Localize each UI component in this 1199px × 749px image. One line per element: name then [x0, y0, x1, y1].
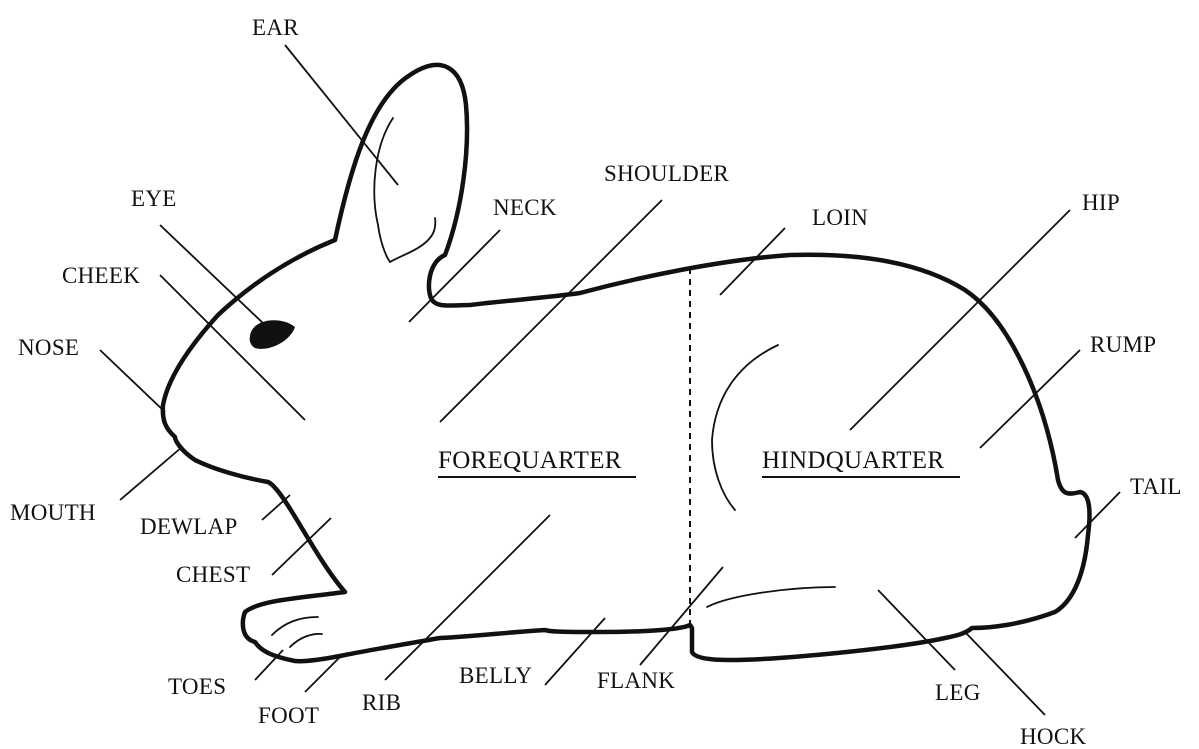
leader-leg — [878, 590, 955, 670]
label-leg: LEG — [935, 680, 981, 705]
leader-ear — [285, 45, 398, 185]
leader-eye — [160, 225, 265, 325]
eye-shape — [250, 320, 295, 349]
label-belly: BELLY — [459, 663, 532, 688]
label-chest: CHEST — [176, 562, 250, 587]
leader-nose — [100, 350, 165, 412]
inner-ear-line — [374, 118, 393, 262]
hip-curve — [712, 345, 778, 510]
label-flank: FLANK — [597, 668, 675, 693]
inner-ear-fold — [390, 218, 435, 262]
leader-dewlap — [262, 495, 290, 520]
label-hock: HOCK — [1020, 724, 1086, 749]
label-shoulder: SHOULDER — [604, 161, 729, 186]
leader-cheek — [160, 275, 305, 420]
thigh-curve — [707, 587, 835, 607]
rabbit-body-outline — [163, 65, 1090, 661]
label-ear: EAR — [252, 15, 299, 40]
toe-line-2 — [290, 634, 322, 647]
label-toes: TOES — [168, 674, 226, 699]
label-nose: NOSE — [18, 335, 79, 360]
label-eye: EYE — [131, 186, 177, 211]
leader-rib — [385, 515, 550, 680]
label-mouth: MOUTH — [10, 500, 96, 525]
label-cheek: CHEEK — [62, 263, 140, 288]
label-rump: RUMP — [1090, 332, 1156, 357]
section-label-hindquarter: HINDQUARTER — [762, 447, 944, 474]
leader-flank — [640, 567, 723, 665]
label-dewlap: DEWLAP — [140, 514, 238, 539]
label-foot: FOOT — [258, 703, 319, 728]
label-neck: NECK — [493, 195, 557, 220]
leader-tail — [1075, 492, 1120, 538]
label-hip: HIP — [1082, 190, 1120, 215]
label-tail: TAIL — [1130, 474, 1182, 499]
section-label-forequarter: FOREQUARTER — [438, 447, 622, 474]
leader-belly — [545, 618, 605, 685]
leader-mouth — [120, 447, 182, 500]
label-rib: RIB — [362, 690, 401, 715]
leader-rump — [980, 350, 1080, 448]
label-loin: LOIN — [812, 205, 868, 230]
toe-line-1 — [272, 617, 318, 635]
leader-shoulder — [440, 200, 662, 422]
